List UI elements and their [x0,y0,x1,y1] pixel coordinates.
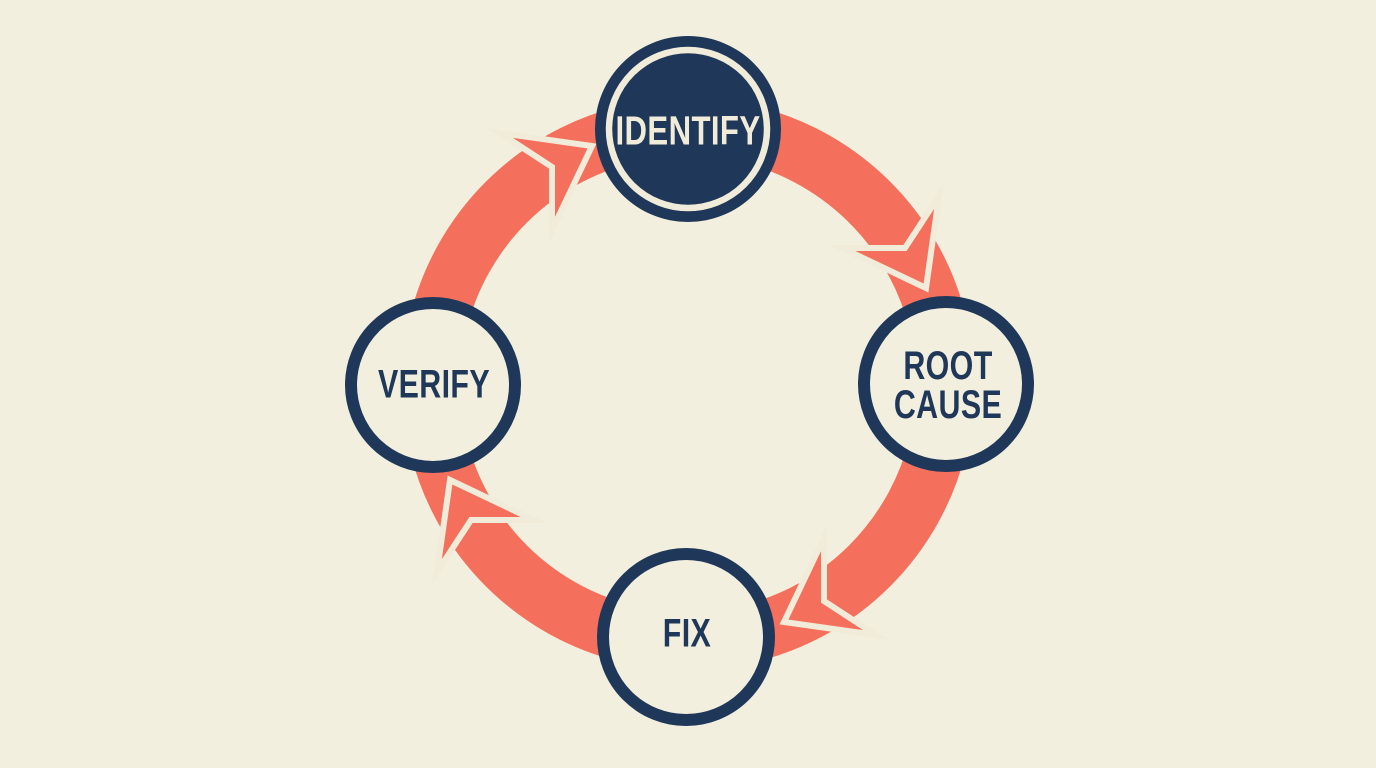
node-fix-circle [597,548,775,726]
arrow-arc-fix-to-verify [410,438,634,662]
arrowhead-verify-to-identify [487,128,597,244]
node-label-root-cause-line2: CAUSE [893,383,1003,427]
node-label-verify: VERIFY [377,362,491,407]
node-label-fix: FIX [662,611,712,656]
node-label-identify: IDENTIFY [615,107,761,154]
arrow-arc-verify-to-identify [410,106,634,330]
arrowhead-fix-to-verify [432,475,548,585]
identify-outer-circle [595,36,781,222]
arrowhead-rootcause-to-fix [779,524,889,640]
node-rootcause-circle [858,296,1034,472]
node-label-root-cause-line1: ROOT [903,343,993,388]
node-identify-circle [595,36,781,222]
arrow-arc-rootcause-to-fix [742,438,966,662]
arrowhead-identify-to-rootcause [828,183,944,293]
node-verify-circle [345,297,521,473]
identify-inner-ring [605,46,771,212]
cycle-arrows [410,104,966,662]
node-label-root-cause: ROOT CAUSE [893,343,1003,427]
